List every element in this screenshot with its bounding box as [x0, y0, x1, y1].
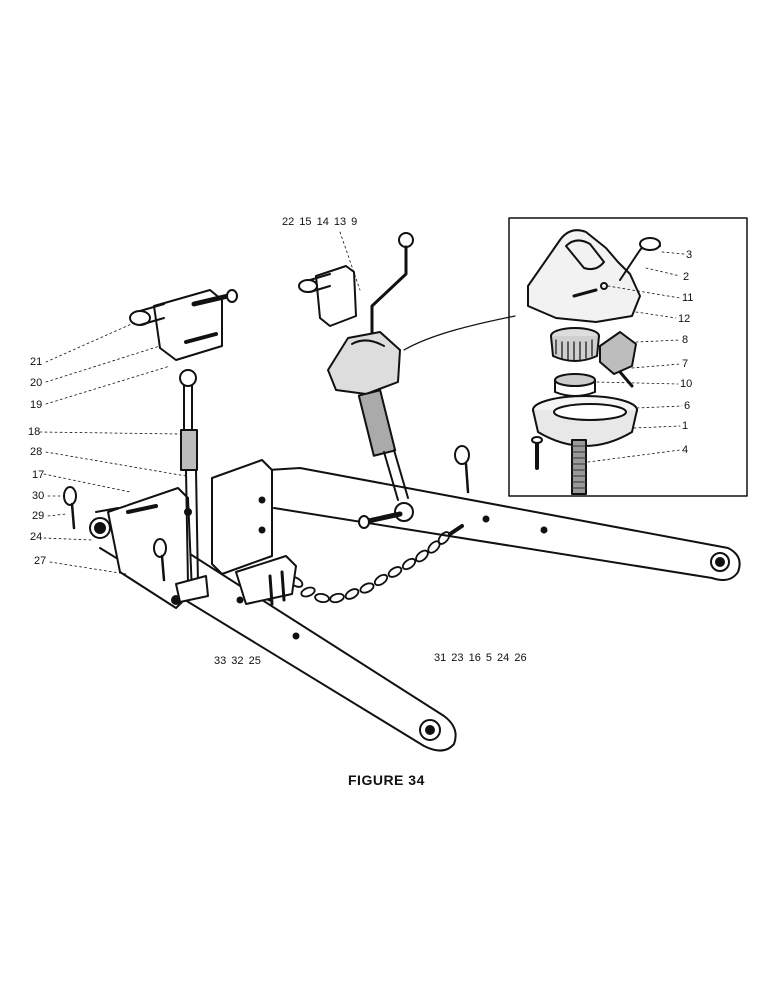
callout-7: 7 — [682, 358, 689, 370]
right-rod-lower — [383, 449, 409, 501]
housing-screw — [572, 288, 598, 298]
mounting-bracket — [211, 459, 273, 575]
callout-6: 6 — [684, 400, 691, 412]
pawl-block — [599, 331, 637, 375]
callout-28: 28 — [30, 446, 43, 458]
chain-anchor-bracket — [235, 555, 297, 605]
collar — [554, 373, 596, 387]
lift-rod-top-eye — [179, 369, 197, 387]
figure-caption: FIGURE 34 — [348, 772, 425, 788]
callout-20: 20 — [30, 377, 43, 389]
threaded-spindle — [571, 439, 587, 495]
lift-rod-sleeve — [180, 429, 198, 471]
upper-housing — [527, 229, 641, 323]
right-rod-pin — [361, 511, 403, 525]
callout-17: 17 — [32, 469, 45, 481]
bottom-right-callout-group: 31 23 16 5 24 26 — [434, 652, 527, 664]
callout-18: 18 — [28, 426, 41, 438]
inset-frame — [508, 217, 748, 497]
callout-4: 4 — [682, 444, 689, 456]
top-callout-group: 22 15 14 13 9 — [282, 216, 358, 228]
callout-21: 21 — [30, 356, 43, 368]
left-top-bolt — [191, 293, 231, 307]
callout-8: 8 — [682, 334, 689, 346]
control-housing — [327, 331, 401, 395]
right-lower-link — [267, 467, 741, 581]
callout-24: 24 — [30, 531, 43, 543]
ratchet-teeth — [555, 339, 593, 361]
drawbar-pin — [126, 504, 158, 514]
inset-leaders — [587, 251, 685, 463]
right-link-bore — [715, 557, 725, 567]
chain-hook — [448, 524, 464, 536]
lever-knob — [398, 232, 414, 248]
callout-2: 2 — [683, 271, 690, 283]
left-top-pin — [184, 332, 218, 344]
lift-rod-upper — [183, 385, 193, 431]
ratchet-body — [550, 335, 600, 362]
lift-rod-clevis — [175, 575, 209, 603]
callout-1: 1 — [682, 420, 689, 432]
callout-19: 19 — [30, 399, 43, 411]
cup-inner — [553, 403, 627, 421]
pipe-end — [639, 237, 661, 251]
inset-bolt-head — [531, 436, 543, 444]
right-top-bracket — [315, 265, 357, 327]
spindle-threads — [571, 445, 587, 489]
bottom-left-callout-group: 33 32 25 — [214, 655, 261, 667]
left-top-bracket — [153, 289, 223, 361]
callout-29: 29 — [32, 510, 45, 522]
grub-screw — [600, 282, 608, 290]
lift-rod-lower — [185, 469, 199, 585]
callout-3: 3 — [686, 249, 693, 261]
pawl-pin — [618, 370, 634, 388]
ring-pin-right — [454, 445, 470, 465]
control-lever — [370, 245, 408, 338]
right-rod-sleeve — [357, 389, 397, 457]
check-chain — [288, 531, 451, 604]
ring-pin-left — [63, 486, 77, 506]
inset-leader-line — [403, 315, 516, 351]
left-leaders — [39, 231, 361, 575]
callout-30: 30 — [32, 490, 45, 502]
callout-27: 27 — [34, 555, 47, 567]
housing-boss — [565, 239, 605, 271]
ring-pin-middle — [153, 538, 167, 558]
callout-12: 12 — [678, 313, 691, 325]
callout-10: 10 — [680, 378, 693, 390]
callout-11: 11 — [682, 292, 694, 304]
